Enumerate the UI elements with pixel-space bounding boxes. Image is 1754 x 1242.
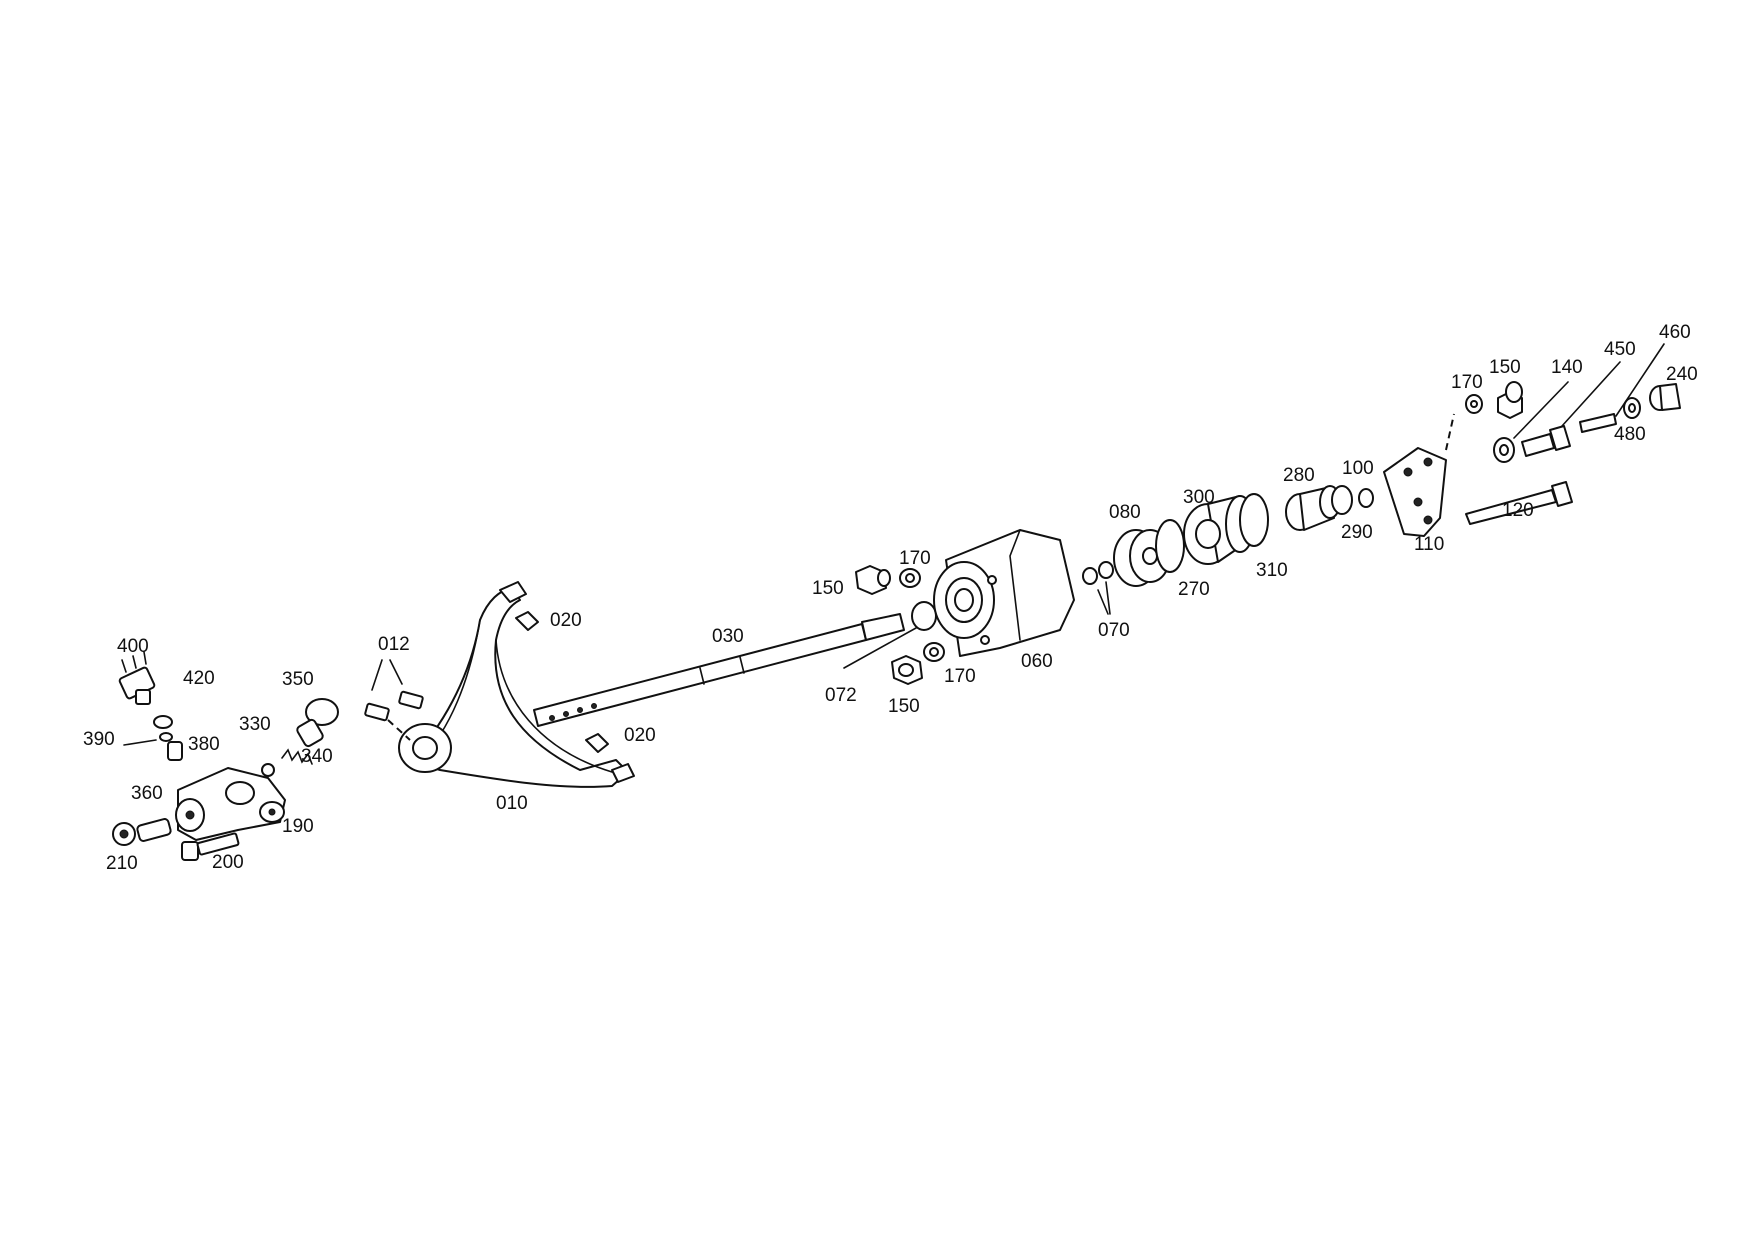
label-360: 360: [131, 783, 163, 804]
seal-ring-420: [153, 715, 173, 729]
shift-rod-030: [533, 613, 905, 727]
nut-150-top: [1497, 381, 1523, 419]
label-390: 390: [83, 729, 115, 750]
cap-240: [1649, 383, 1681, 411]
label-072: 072: [825, 685, 857, 706]
label-190: 190: [282, 816, 314, 837]
label-300: 300: [1183, 487, 1215, 508]
label-340: 340: [301, 746, 333, 767]
label-400: 400: [117, 636, 149, 657]
label-170-top: 170: [1451, 372, 1483, 393]
label-350: 350: [282, 669, 314, 690]
spacer-380: [167, 741, 183, 761]
label-330: 330: [239, 714, 271, 735]
label-080: 080: [1109, 502, 1141, 523]
label-020-upper: 020: [550, 610, 582, 631]
label-170-upper: 170: [899, 548, 931, 569]
plug-350: [296, 698, 339, 748]
bolt-200: [181, 832, 240, 861]
label-310: 310: [1256, 560, 1288, 581]
label-060: 060: [1021, 651, 1053, 672]
label-140: 140: [1551, 357, 1583, 378]
label-480: 480: [1614, 424, 1646, 445]
nut-150-upper: [855, 565, 891, 595]
stud-360: [136, 818, 172, 842]
label-460: 460: [1659, 322, 1691, 343]
label-280: 280: [1283, 465, 1315, 486]
switch-400: [118, 651, 156, 705]
seal-270: [1155, 519, 1185, 573]
pin-390: [123, 732, 173, 746]
o-rings-070: [1082, 561, 1114, 615]
pad-020-upper: [515, 611, 539, 631]
ring-460: [1623, 397, 1641, 419]
washer-140: [1493, 381, 1569, 463]
label-240: 240: [1666, 364, 1698, 385]
ball-330: [261, 763, 275, 777]
detent-housing: [175, 767, 286, 841]
seal-290: [1331, 485, 1353, 515]
o-ring-100: [1358, 488, 1374, 508]
label-070: 070: [1098, 620, 1130, 641]
label-110: 110: [1414, 534, 1444, 555]
seal-310: [1239, 493, 1269, 547]
cylinder-housing-060: [933, 529, 1075, 657]
shift-fork-010: [398, 581, 635, 788]
label-200: 200: [212, 852, 244, 873]
cover-plate-110: [1383, 413, 1455, 537]
label-210: 210: [106, 853, 138, 874]
washer-170-upper: [899, 568, 921, 588]
label-030: 030: [712, 626, 744, 647]
bolt-450: [1521, 361, 1621, 457]
screws-012: [364, 659, 424, 741]
label-150-lower: 150: [888, 696, 920, 717]
label-150-upper: 150: [812, 578, 844, 599]
label-150-top: 150: [1489, 357, 1521, 378]
part-labels: 400 420 390 380 350 330 340 360 190 210 …: [83, 322, 1698, 874]
label-270: 270: [1178, 579, 1210, 600]
washer-170-top: [1465, 394, 1483, 414]
label-450: 450: [1604, 339, 1636, 360]
piston-280: [1285, 485, 1341, 531]
spring-340: [281, 748, 313, 765]
bolt-120: [1465, 481, 1573, 525]
label-420: 420: [183, 668, 215, 689]
label-290: 290: [1341, 522, 1373, 543]
washer-170-lower: [923, 642, 945, 662]
label-012: 012: [378, 634, 410, 655]
label-380: 380: [188, 734, 220, 755]
label-010: 010: [496, 793, 528, 814]
pad-020-lower: [585, 733, 609, 753]
label-120: 120: [1502, 500, 1534, 521]
label-100: 100: [1342, 458, 1374, 479]
nut-150-lower: [891, 655, 923, 685]
label-020-lower: 020: [624, 725, 656, 746]
nut-210: [112, 822, 136, 846]
label-170-lower: 170: [944, 666, 976, 687]
